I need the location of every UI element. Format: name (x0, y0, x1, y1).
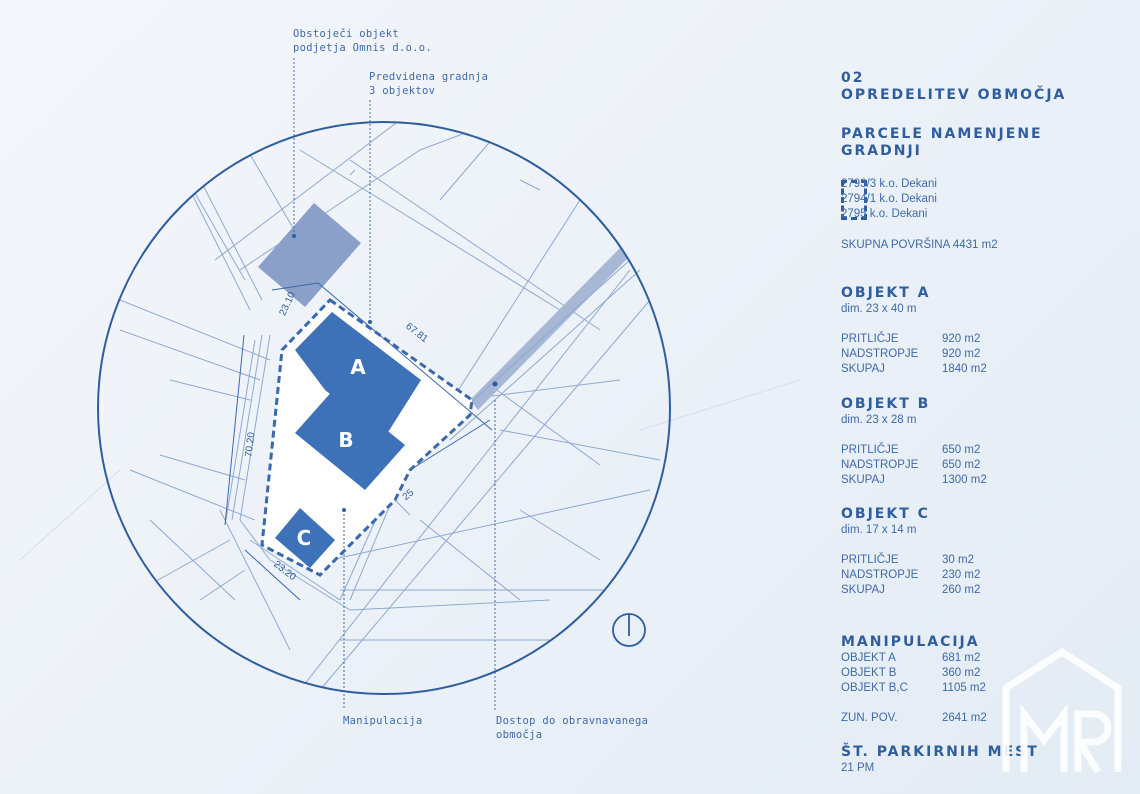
row-label: PRITLIČJE (841, 444, 899, 456)
site-plan: A B C 67.81 70.20 23.20 23.10 25 (19, 58, 800, 710)
object-b-row: SKUPAJ 1300 m2 (841, 473, 1101, 488)
building-a-label: A (350, 355, 366, 379)
row-label: OBJEKT B (841, 667, 897, 679)
row-value: 1105 m2 (942, 682, 986, 694)
annotation-manipulation: Manipulacija (343, 714, 422, 728)
object-c-title: OBJEKT C (841, 506, 930, 522)
annotation-planned: Predvidena gradnja 3 objektov (369, 70, 488, 98)
leader-lines (293, 58, 496, 710)
annotation-existing-line-2: podjetja Omnis d.o.o. (293, 42, 433, 54)
row-value: 230 m2 (942, 569, 981, 581)
row-value: 650 m2 (942, 444, 981, 456)
object-b-row: NADSTROPJE 650 m2 (841, 458, 1101, 473)
object-c-row: NADSTROPJE 230 m2 (841, 568, 1101, 583)
section-title: OPREDELITEV OBMOČJA (841, 87, 1067, 103)
dimension-25: 25 (401, 487, 417, 503)
object-b-dim: dim. 23 x 28 m (841, 414, 917, 426)
object-c-dim: dim. 17 x 14 m (841, 524, 917, 536)
dimension-67-81: 67.81 (403, 321, 430, 345)
parcel-boundary (260, 298, 474, 577)
existing-building (258, 203, 361, 307)
north-arrow-icon (612, 613, 646, 647)
annotation-planned-line-2: 3 objektov (369, 85, 436, 97)
annotation-planned-line-1: Predvidena gradnja (369, 71, 489, 83)
row-value: 681 m2 (942, 652, 981, 664)
dimension-23-10: 23.10 (277, 290, 298, 318)
parcel-list: 2793/3 k.o. Dekani 2794/1 k.o. Dekani 27… (841, 177, 1101, 222)
row-value: 360 m2 (942, 667, 981, 679)
background-lines (19, 379, 800, 561)
row-value: 1300 m2 (942, 474, 987, 486)
parcel-item: 2793/3 k.o. Dekani (841, 178, 937, 190)
row-value: 650 m2 (942, 459, 981, 471)
building-c (275, 508, 335, 568)
section-number: 02 (841, 70, 865, 86)
object-a-row: SKUPAJ 1840 m2 (841, 362, 1101, 377)
mr-logo-icon (1002, 648, 1122, 774)
leader-dots (292, 234, 498, 512)
object-a-dim: dim. 23 x 40 m (841, 303, 917, 315)
manipulation-row: OBJEKT A 681 m2 (841, 651, 1101, 666)
annotation-manipulation-line: Manipulacija (343, 715, 423, 727)
parcels-heading-line-2: GRADNJI (841, 143, 922, 159)
row-value: 260 m2 (942, 584, 981, 596)
total-area-text: SKUPNA POVRŠINA 4431 m2 (841, 239, 998, 251)
manipulation-title: MANIPULACIJA (841, 634, 980, 650)
building-c-label: C (297, 526, 312, 550)
object-b-row: PRITLIČJE 650 m2 (841, 443, 1101, 458)
row-value: 30 m2 (942, 554, 974, 566)
building-a (295, 312, 421, 437)
row-label: SKUPAJ (841, 363, 885, 375)
annotation-access-line-1: Dostop do obravnavanega (496, 715, 649, 727)
object-c-row: SKUPAJ 260 m2 (841, 583, 1101, 598)
object-a-title: OBJEKT A (841, 285, 931, 301)
row-value: 920 m2 (942, 333, 981, 345)
parking-value: 21 PM (841, 762, 875, 774)
annotation-access: Dostop do obravnavanega območja (496, 714, 648, 742)
object-c-row: PRITLIČJE 30 m2 (841, 553, 1101, 568)
manipulation-row: OBJEKT B,C 1105 m2 (841, 681, 1101, 696)
annotation-existing-line-1: Obstoječi objekt (293, 28, 399, 40)
parcels-heading-line-1: PARCELE NAMENJENE (841, 126, 1043, 142)
object-a-row: PRITLIČJE 920 m2 (841, 332, 1101, 347)
row-value: 1840 m2 (942, 363, 987, 375)
row-label: NADSTROPJE (841, 459, 919, 471)
total-area: SKUPNA POVRŠINA 4431 m2 (841, 238, 1101, 253)
row-label: PRITLIČJE (841, 333, 899, 345)
section-header: 02 OPREDELITEV OBMOČJA (841, 70, 1101, 104)
parcel-item: 2794/1 k.o. Dekani (841, 193, 937, 205)
row-label: PRITLIČJE (841, 554, 899, 566)
annotation-existing: Obstoječi objekt podjetja Omnis d.o.o. (293, 27, 432, 55)
parcels-heading: PARCELE NAMENJENE GRADNJI (841, 126, 1101, 160)
dimension-70-20: 70.20 (244, 431, 258, 458)
row-value: 920 m2 (942, 348, 981, 360)
row-label: NADSTROPJE (841, 348, 919, 360)
parking-title: ŠT. PARKIRNIH MEST (841, 744, 1039, 760)
focus-circle (97, 121, 671, 695)
building-b (295, 388, 405, 490)
row-label: NADSTROPJE (841, 569, 919, 581)
object-c-section: OBJEKT C dim. 17 x 14 m PRITLIČJE 30 m2 N… (841, 506, 1101, 598)
row-label: OBJEKT B,C (841, 682, 908, 694)
parcel-item: 2795 k.o. Dekani (841, 208, 928, 220)
row-value: 2641 m2 (942, 712, 987, 724)
row-label: OBJEKT A (841, 652, 896, 664)
row-label: ZUN. POV. (841, 712, 898, 724)
manipulation-section: MANIPULACIJA OBJEKT A 681 m2 OBJEKT B 360 … (841, 634, 1101, 726)
row-label: SKUPAJ (841, 584, 885, 596)
parcel-legend-icon (841, 180, 867, 220)
manipulation-extra-row: ZUN. POV. 2641 m2 (841, 711, 1101, 726)
parking-section: ŠT. PARKIRNIH MEST 21 PM (841, 744, 1101, 776)
object-b-title: OBJEKT B (841, 396, 931, 412)
row-label: SKUPAJ (841, 474, 885, 486)
dimension-lines (224, 282, 493, 601)
building-b-label: B (338, 428, 353, 452)
manipulation-row: OBJEKT B 360 m2 (841, 666, 1101, 681)
object-a-row: NADSTROPJE 920 m2 (841, 347, 1101, 362)
annotation-access-line-2: območja (496, 729, 543, 741)
